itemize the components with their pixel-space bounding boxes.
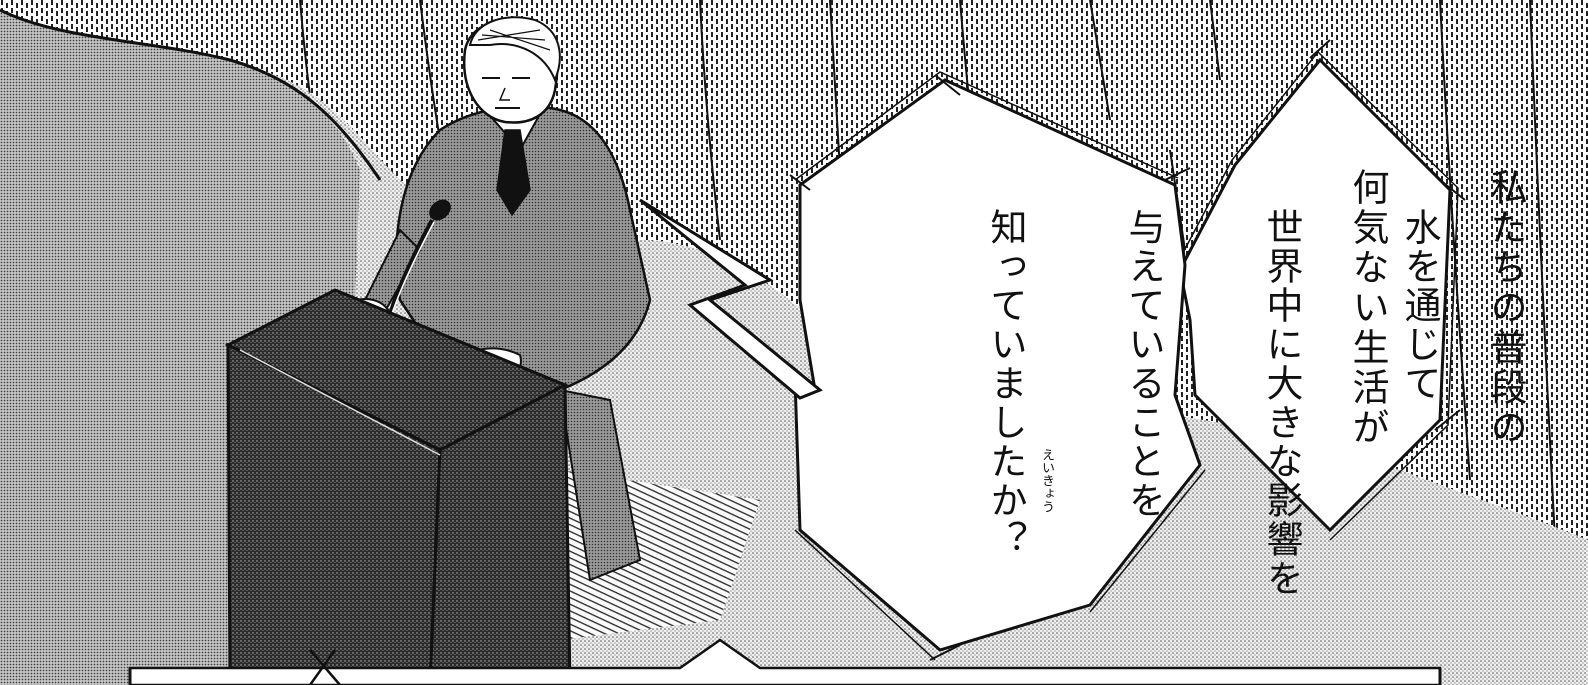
speech-line: 知っていましたか？	[984, 208, 1027, 559]
speech-text-left: 水を通じて 世界中に大きな影響を 与えていることを 知っていましたか？	[890, 208, 1534, 598]
speech-text-right: 私たちの普段の 何気ない生活が	[1252, 168, 1588, 448]
curtain-folds	[299, 0, 1556, 541]
speech-line: 与えていることを	[1122, 208, 1165, 520]
speech-line: 何気ない生活が	[1346, 168, 1389, 448]
speech-bubble-left	[789, 71, 1206, 661]
next-panel-edge	[128, 638, 1442, 685]
furigana-eikyou: えいきょう	[1039, 448, 1054, 513]
speech-line: 私たちの普段の	[1484, 168, 1527, 448]
speech-line: 水を通じて	[1398, 208, 1441, 403]
speech-line: 世界中に大きな影響を	[1260, 208, 1303, 598]
podium	[224, 288, 572, 685]
speech-tail	[639, 198, 823, 400]
speech-bubble-right	[1169, 39, 1466, 541]
